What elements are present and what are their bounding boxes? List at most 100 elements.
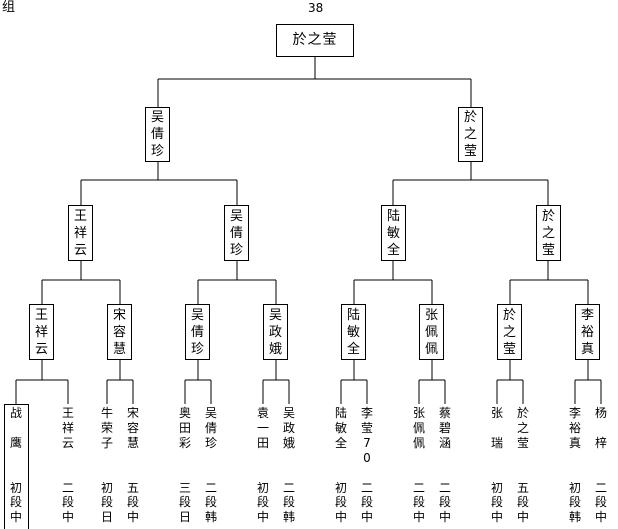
spacer (204, 451, 218, 466)
entrant-rank-char: 二 (61, 480, 74, 495)
semifinalist-box-1: 王祥云 (68, 205, 93, 261)
spacer (9, 451, 23, 466)
entrant-name: 吴政娥 (282, 406, 296, 451)
entrant-name-char: 莹 (360, 420, 373, 435)
entrant-rank-char: 五 (516, 480, 529, 495)
entrant-name-char: 7 (363, 435, 371, 450)
bracket-number: 38 (308, 1, 324, 15)
spacer (61, 451, 75, 466)
entrant-column: 奥田彩 三段日 (178, 406, 192, 525)
entrant-country: 中 (360, 510, 373, 525)
semifinalist-box-2: 吴倩珍 (224, 205, 249, 261)
spacer (334, 466, 348, 481)
quarterfinalist-name: 吴政娥 (268, 307, 282, 357)
entrant-rank: 二段 (61, 481, 75, 511)
entrant-rank-char: 段 (594, 495, 607, 510)
entrant-column: 牛荣子 初段日 (100, 406, 114, 525)
entrant-column: 宋容慧 五段中 (126, 406, 140, 525)
entrant-name: 蔡碧涵 (438, 406, 452, 451)
entrant-rank-char: 段 (490, 495, 503, 510)
spacer (126, 451, 140, 466)
entrant-name-char: 张 (490, 406, 503, 420)
spacer (100, 466, 114, 481)
entrant-name-char: 真 (568, 435, 581, 450)
entrant-name-char: 张 (412, 406, 425, 420)
entrant-name-char: 政 (282, 420, 295, 435)
quarterfinalist-name: 陆敏全 (346, 307, 360, 357)
quarterfinalist-box-5: 陆敏全 (341, 304, 366, 360)
entrant-rank-char: 五 (126, 480, 139, 495)
quarterfinalist-name: 吴倩珍 (190, 307, 204, 357)
entrant-country: 韩 (568, 510, 581, 525)
entrant-country: 韩 (282, 510, 295, 525)
entrant-column: 王祥云 二段中 (61, 406, 75, 525)
entrant-rank-char: 段 (9, 495, 22, 510)
spacer (100, 451, 114, 466)
entrant-name-char: 王 (61, 406, 74, 420)
entrant-name: 王祥云 (61, 406, 75, 451)
entrant-name-char: 於 (516, 406, 529, 420)
quarterfinalist-name: 王祥云 (34, 307, 48, 357)
entrant-rank-char: 二 (360, 480, 373, 495)
spacer (360, 466, 374, 481)
semifinalist-name: 吴倩珍 (229, 208, 243, 258)
entrant-country: 中 (61, 510, 74, 525)
entrant-name-char: 吴 (282, 406, 295, 420)
quarterfinalist-box-7: 於之莹 (497, 304, 522, 360)
spacer (594, 466, 608, 481)
entrant-name-char: 李 (360, 406, 373, 420)
entrant-name-char: 蔡 (438, 406, 451, 420)
spacer (282, 451, 296, 466)
entrant-rank-char: 二 (438, 480, 451, 495)
entrant-name: 奥田彩 (178, 406, 192, 451)
entrant-name-char (9, 421, 23, 436)
entrant-rank: 初段 (9, 481, 23, 511)
entrant-country: 中 (334, 510, 347, 525)
entrant-name-char: 李 (568, 406, 581, 420)
entrant-rank-char: 段 (282, 495, 295, 510)
spacer (256, 451, 270, 466)
entrant-name-char: 战 (9, 406, 22, 420)
entrant-column: 张 瑞 初段中 (490, 406, 504, 525)
entrant-name-char: 涵 (438, 435, 451, 450)
entrant-rank-char: 段 (334, 495, 347, 510)
entrant-country: 中 (438, 510, 451, 525)
spacer (568, 466, 582, 481)
quarterfinalist-box-8: 李裕真 (575, 304, 600, 360)
entrant-name: 於之莹 (516, 406, 530, 451)
entrant-name-char: 莹 (516, 435, 529, 450)
spacer (516, 466, 530, 481)
entrant-name-char: 容 (126, 420, 139, 435)
entrant-name: 李裕真 (568, 406, 582, 451)
entrant-rank-char: 段 (568, 495, 581, 510)
entrant-rank: 二段 (204, 481, 218, 511)
finalist-box-2: 於之莹 (458, 107, 483, 162)
finalist-box-1: 吴倩珍 (145, 107, 170, 162)
entrant-rank-char: 初 (490, 480, 503, 495)
entrant-name-char: 云 (61, 435, 74, 450)
entrant-rank-char: 段 (360, 495, 373, 510)
entrant-rank-char: 段 (61, 495, 74, 510)
spacer (490, 466, 504, 481)
quarterfinalist-box-3: 吴倩珍 (185, 304, 210, 360)
group-label: 组 (2, 0, 16, 15)
entrant-rank-char: 初 (568, 480, 581, 495)
spacer (438, 466, 452, 481)
entrant-name-char: 娥 (282, 435, 295, 450)
highlighted-entrant-box (4, 404, 29, 529)
entrant-column: 李裕真 初段韩 (568, 406, 582, 525)
entrant-rank: 二段 (412, 481, 426, 511)
entrant-column: 蔡碧涵 二段中 (438, 406, 452, 525)
entrant-name-char: 全 (334, 435, 347, 450)
entrant-name-char: 瑞 (490, 435, 503, 450)
entrant-name-char: 裕 (568, 420, 581, 435)
spacer (282, 466, 296, 481)
entrant-country: 日 (178, 510, 191, 525)
entrant-rank-char: 段 (126, 495, 139, 510)
entrant-rank-char: 二 (282, 480, 295, 495)
entrant-name-char: 祥 (61, 420, 74, 435)
entrant-rank-char: 初 (100, 480, 113, 495)
entrant-name-char: 佩 (412, 420, 425, 435)
entrant-name-char: 田 (256, 435, 269, 450)
entrant-name-char: 碧 (438, 420, 451, 435)
